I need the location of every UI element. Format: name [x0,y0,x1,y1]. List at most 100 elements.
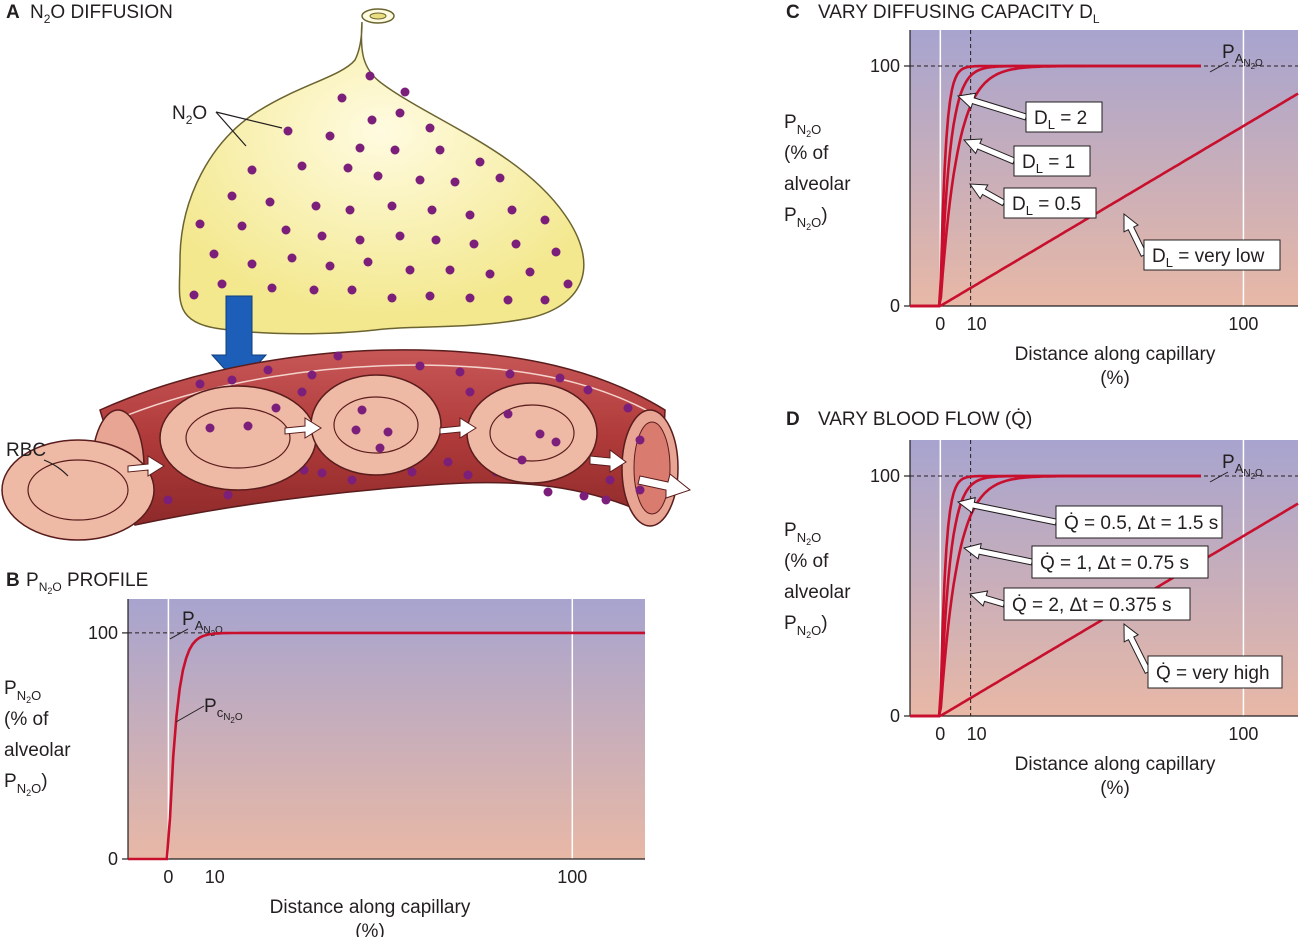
q-callout-2-box [1003,587,1191,621]
n2o-molecule-icon [383,427,393,437]
n2o-molecule-icon [543,487,553,497]
n2o-molecule-icon [635,485,645,495]
x-tick-label: 10 [205,867,225,887]
n2o-molecule-icon [347,285,357,295]
y-axis-label: PN2O [784,520,821,547]
pa-pointer-line [169,628,189,640]
n2o-molecule-icon [373,171,383,181]
dl-callout-1-arrow [962,138,1016,165]
n2o-molecule-icon [363,257,373,267]
n2o-molecule-icon [469,239,479,249]
x-axis-unit: (%) [355,921,385,937]
flow-arrow-icon [439,417,477,439]
n2o-molecule-icon [355,235,365,245]
n2o-molecule-icon [495,173,505,183]
n2o-molecule-icon [551,437,561,447]
pc-pointer-line [175,705,205,723]
y-tick-label: 0 [890,706,900,726]
n2o-molecule-icon [325,131,335,141]
q-label: Q̇ = very high [1156,663,1270,684]
panel-d-title: VARY BLOOD FLOW (Q̇) [818,409,1032,430]
dl-label: DL = 2 [1034,108,1087,132]
y-tick-label: 100 [870,56,900,76]
n2o-molecule-icon [387,293,397,303]
y-tick-label: 0 [108,849,118,869]
duct-opening-icon [369,12,387,20]
flow-arrow-icon [127,455,165,477]
n2o-molecule-icon [623,403,633,413]
y-axis-label-line4: PN2O) [4,771,48,798]
n2o-molecule-icon [333,351,343,361]
n2o-molecule-icon [535,429,545,439]
panel-d-letter: D [786,409,800,430]
q-label: Q̇ = 2, Δt = 0.375 s [1012,595,1172,616]
n2o-molecule-icon [435,145,445,155]
y-axis-label: PN2O [4,678,41,705]
n2o-molecule-icon [271,403,281,413]
n2o-molecule-icon [265,197,275,207]
n2o-molecule-icon [325,261,335,271]
dl-label: DL = very low [1152,246,1265,270]
n2o-molecule-icon [525,267,535,277]
x-tick-label: 100 [1228,314,1258,334]
n2o-molecule-icon [343,163,353,173]
n2o-molecule-icon [431,235,441,245]
x-tick-label: 10 [967,314,987,334]
n2o-molecule-icon [503,295,513,305]
n2o-molecule-icon [407,467,417,477]
n2o-molecule-icon [511,239,521,249]
n2o-molecule-icon [247,165,257,175]
n2o-molecule-icon [507,205,517,215]
n2o-molecule-icon [227,375,237,385]
n2o-molecule-icon [551,247,561,257]
n2o-molecule-icon [357,405,367,415]
n2o-molecule-icon [390,145,400,155]
dl-callout-0-arrow [956,92,1028,121]
red-blood-cell-icon [310,374,442,476]
dl-label: DL = 0.5 [1012,194,1081,218]
n2o-molecule-icon [281,225,291,235]
y-tick-label: 100 [88,623,118,643]
n2o-molecule-icon [443,457,453,467]
n2o-molecule-icon [347,475,357,485]
n2o-molecule-icon [503,409,513,419]
alveolar-pressure-label: PAN2O [1222,42,1263,71]
x-tick-label: 10 [967,724,987,744]
n2o-molecule-icon [365,71,375,81]
n2o-molecule-icon [405,265,415,275]
n2o-pointer-line [215,111,247,147]
n2o-molecule-icon [579,491,589,501]
dl-callout-3-arrow [1123,212,1148,257]
n2o-molecule-icon [455,367,465,377]
dl-callout-3-box [1143,239,1281,271]
n2o-molecule-icon [375,443,385,453]
dl-callout-2-box [1003,187,1097,219]
n2o-molecule-icon [237,221,247,231]
n2o-molecule-icon [505,369,515,379]
n2o-molecule-icon [605,475,615,485]
n2o-molecule-icon [209,249,219,259]
panel-a: A N2O DIFFUSION N2O [1,2,692,541]
n2o-molecules-alveolus [189,71,573,305]
q-callout-3-arrow [1123,622,1152,674]
q-callout-0-box [1055,505,1223,539]
y-axis-label-line2: (% of [4,709,49,730]
n2o-molecule-icon [309,285,319,295]
q-callout-3-box [1147,655,1283,689]
n2o-molecule-icon [395,231,405,241]
curve-series-0 [128,631,645,861]
n2o-molecule-icon [227,191,237,201]
n2o-molecule-icon [450,177,460,187]
n2o-molecule-icon [297,161,307,171]
n2o-molecule-icon [485,269,495,279]
panel-b-letter: B [6,570,20,591]
n2o-molecule-icon [345,205,355,215]
n2o-molecule-icon [540,295,550,305]
n2o-molecule-icon [311,201,321,211]
n2o-molecule-icon [367,115,377,125]
panel-b-title: PN2O PROFILE [26,570,148,596]
